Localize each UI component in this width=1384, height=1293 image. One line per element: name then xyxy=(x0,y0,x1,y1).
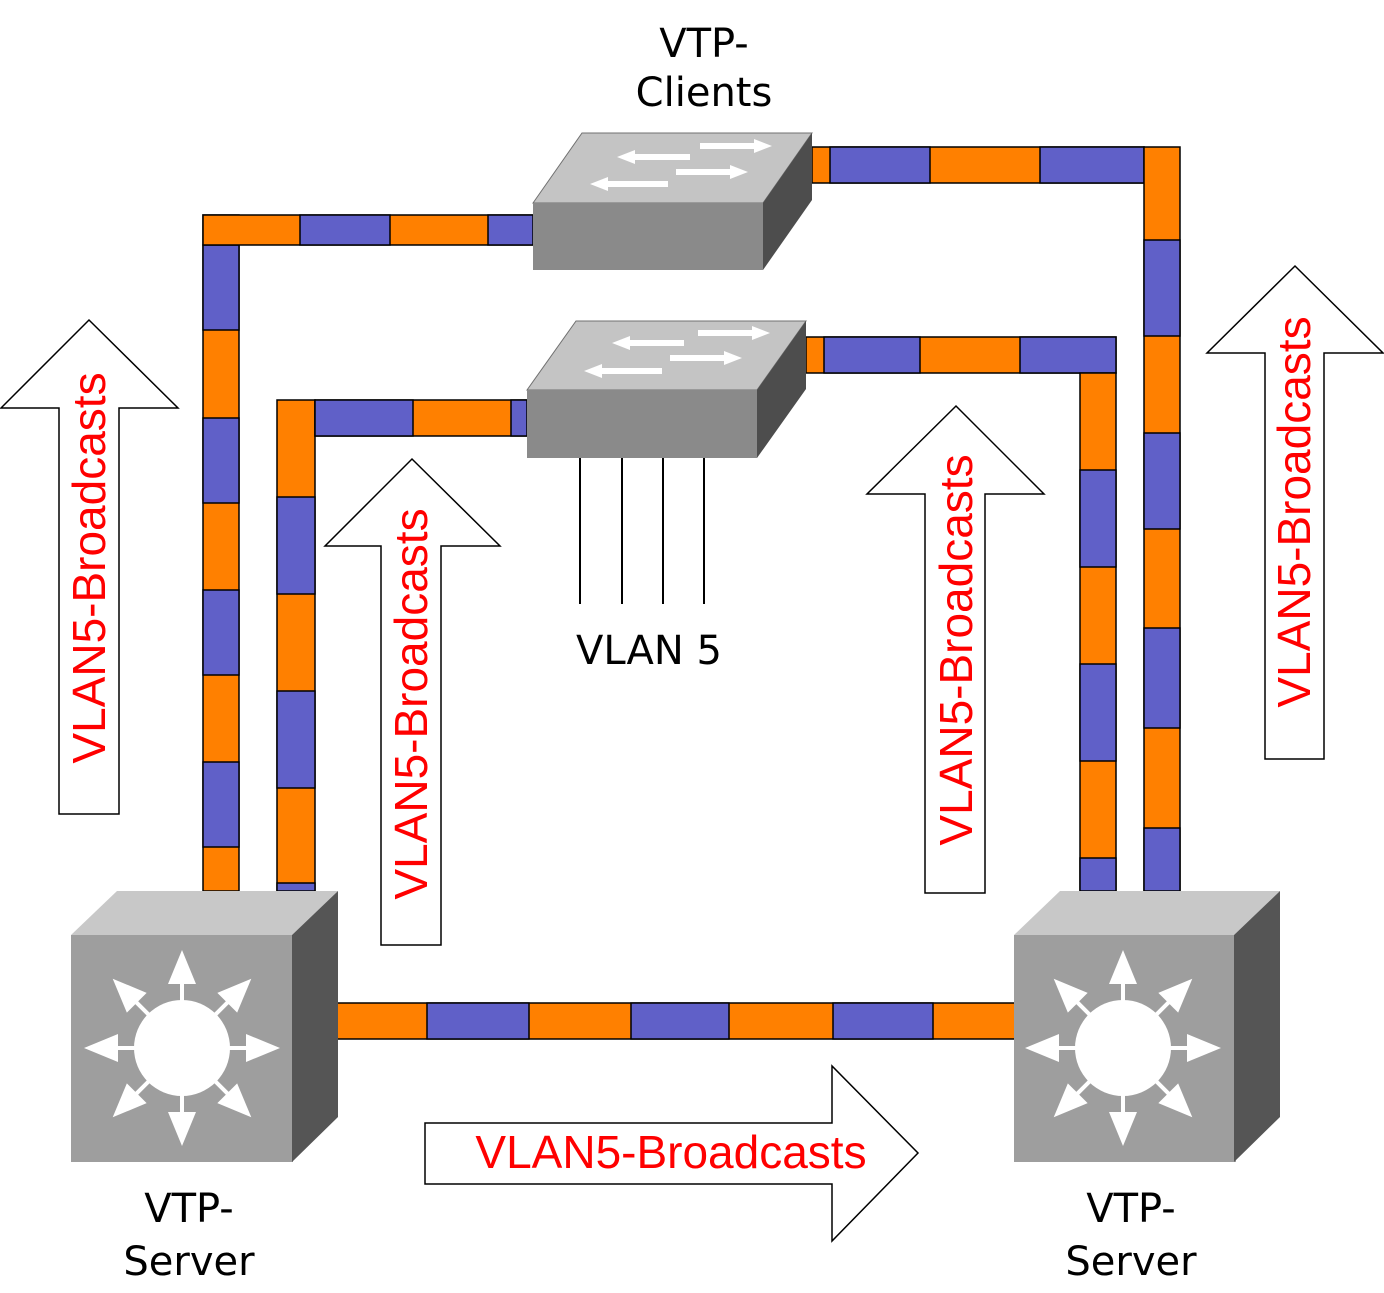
server-right-label-line1: VTP- xyxy=(1086,1186,1175,1232)
broadcast-arrow-bottom xyxy=(424,1064,920,1243)
broadcast-label-far-left: VLAN5-Broadcasts xyxy=(63,372,115,763)
broadcast-arrow-inner-right xyxy=(865,404,1046,894)
workgroup-switch-icon[interactable] xyxy=(526,320,807,458)
server-right-label-line2: Server xyxy=(1065,1239,1197,1285)
trunk-outer-left xyxy=(202,214,534,892)
server-left-label-line2: Server xyxy=(123,1239,255,1285)
trunk-links xyxy=(202,146,1181,1040)
vlan-label: VLAN 5 xyxy=(576,628,722,674)
broadcast-arrow-inner-left xyxy=(323,457,502,946)
broadcast-label-far-right: VLAN5-Broadcasts xyxy=(1268,316,1320,707)
vlan-port-lines xyxy=(579,458,705,604)
clients-label-line2: Clients xyxy=(636,70,773,116)
broadcast-label-bottom: VLAN5-Broadcasts xyxy=(475,1126,866,1178)
clients-label-line1: VTP- xyxy=(659,21,748,67)
trunk-inner-left xyxy=(276,399,528,892)
broadcast-label-inner-left: VLAN5-Broadcasts xyxy=(385,508,437,899)
broadcast-arrow-far-right xyxy=(1205,264,1384,760)
trunk-bottom xyxy=(334,1002,1016,1040)
broadcast-label-inner-right: VLAN5-Broadcasts xyxy=(930,454,982,845)
broadcast-arrow-far-left xyxy=(0,318,180,815)
multilayer-switch-icon[interactable] xyxy=(71,891,338,1162)
server-left-label-line1: VTP- xyxy=(144,1186,233,1232)
trunk-outer-right xyxy=(811,146,1181,892)
trunk-inner-right xyxy=(805,336,1117,892)
multilayer-switch-icon[interactable] xyxy=(1014,891,1280,1162)
workgroup-switch-icon[interactable] xyxy=(532,132,813,270)
